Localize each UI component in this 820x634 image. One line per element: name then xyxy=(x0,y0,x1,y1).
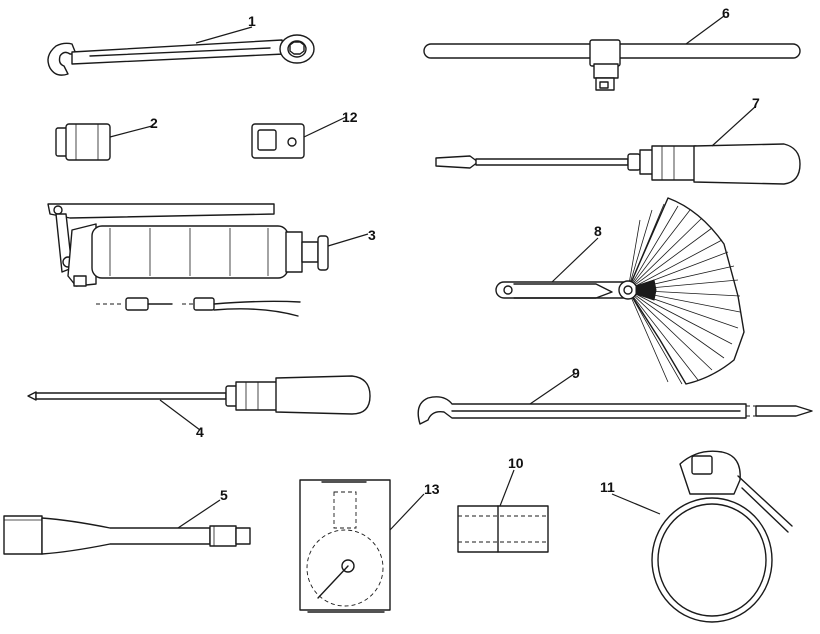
leader-3 xyxy=(327,233,369,247)
callout-8: 8 xyxy=(594,223,602,239)
leader-2 xyxy=(109,125,153,138)
tool-5-extension-bar xyxy=(3,515,251,555)
tool-12-drive-adapter xyxy=(251,123,305,159)
callout-9: 9 xyxy=(572,365,580,381)
callout-13: 13 xyxy=(424,481,440,497)
tool-1-wrench xyxy=(47,34,315,76)
callout-4: 4 xyxy=(196,424,204,440)
leader-7 xyxy=(711,105,757,147)
leader-11 xyxy=(611,493,661,515)
callout-6: 6 xyxy=(722,5,730,21)
tool-2-adapter xyxy=(55,123,111,161)
leader-12 xyxy=(303,116,347,138)
callout-2: 2 xyxy=(150,115,158,131)
leader-10 xyxy=(499,469,515,507)
callout-3: 3 xyxy=(368,227,376,243)
tool-13-gauge-case xyxy=(299,479,391,613)
tool-8-feeler-gauge xyxy=(495,197,745,385)
leader-5 xyxy=(177,499,221,529)
tool-3-grease-gun xyxy=(47,203,329,317)
callout-5: 5 xyxy=(220,487,228,503)
leader-1 xyxy=(195,26,253,44)
tool-11-filter-wrench xyxy=(651,450,793,623)
leader-8 xyxy=(551,237,599,283)
leader-9 xyxy=(529,373,575,405)
tool-6-t-handle xyxy=(423,39,801,91)
callout-10: 10 xyxy=(508,455,524,471)
tool-7-flat-screwdriver xyxy=(435,143,801,185)
tool-9-pry-bar xyxy=(417,396,813,425)
leader-4 xyxy=(159,399,201,431)
tool-4-screwdriver xyxy=(27,375,371,415)
tool-10-socket xyxy=(457,505,549,553)
callout-1: 1 xyxy=(248,13,256,29)
callout-12: 12 xyxy=(342,109,358,125)
leader-13 xyxy=(389,493,425,531)
leader-6 xyxy=(685,15,725,45)
callout-11: 11 xyxy=(600,479,615,495)
callout-7: 7 xyxy=(752,95,760,111)
